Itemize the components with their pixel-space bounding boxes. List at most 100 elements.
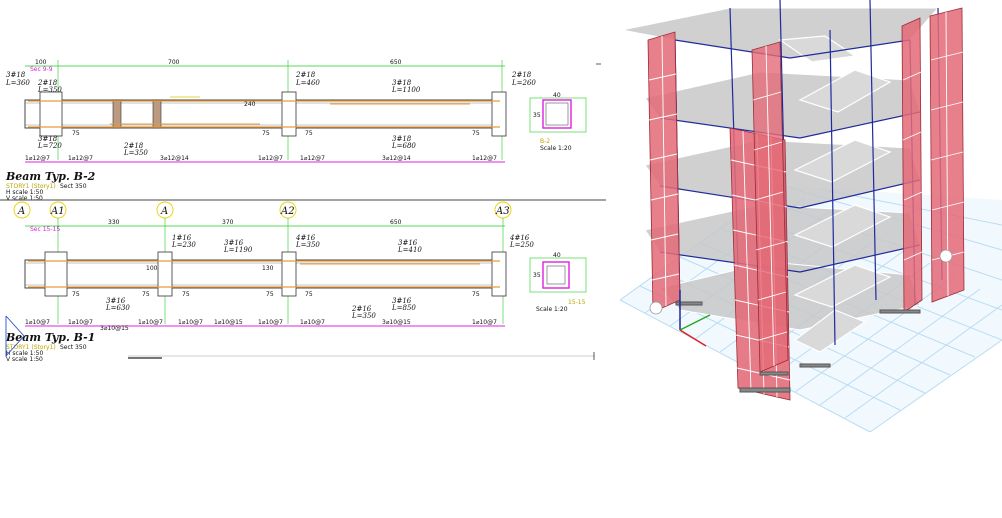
- axis-label: A1: [50, 206, 65, 217]
- top-bar-4: 3#16: [398, 239, 418, 247]
- shear-walls: [647, 7, 965, 401]
- beam-b2-hscale: H scale 1:50: [6, 189, 43, 196]
- tie-zone: 1⌀12@7: [25, 155, 50, 162]
- beam-b2-sect: Sect 350: [60, 183, 87, 190]
- section-scale: Scale 1:20: [536, 306, 568, 313]
- bot-bar-2: 2#16: [351, 305, 372, 313]
- stirrup-spacing: 75: [305, 130, 313, 137]
- beam-b2-story: STORY1 (Story1): [6, 183, 56, 190]
- section-height: 35: [533, 272, 541, 279]
- top-bar-4: 3#18: [392, 79, 412, 87]
- bot-bar-2-length: L=350: [351, 312, 376, 320]
- top-bar-3-length: L=460: [295, 79, 320, 87]
- top-bar-5-length: L=260: [511, 79, 536, 87]
- dim-130: 130: [262, 265, 274, 272]
- top-bar-4-length: L=410: [397, 246, 422, 254]
- beam-b1-drawing: A A1 A A2 A3 330 370 650 Sec 15-15 100 1…: [5, 201, 595, 363]
- bot-bar-1-length: L=630: [105, 304, 130, 312]
- axis-label: A3: [495, 206, 510, 217]
- bot-bar-1-length: L=720: [37, 142, 62, 150]
- beam-b1-sect: Sect 350: [60, 344, 87, 351]
- section-width: 40: [553, 92, 561, 99]
- dim-100: 100: [146, 265, 158, 272]
- section-label: 15-15: [568, 299, 586, 306]
- dim-100: 100: [35, 59, 47, 66]
- tie-zone: 1⌀10@7: [138, 319, 163, 326]
- tie-zone: 1⌀10@15: [214, 319, 243, 326]
- section-scale: Scale 1:20: [540, 145, 572, 152]
- axis-label: A: [160, 206, 168, 217]
- stirrup-spacing: 75: [142, 291, 150, 298]
- tie-zone: 1⌀10@7: [178, 319, 203, 326]
- tie-zone: 1⌀12@7: [472, 155, 497, 162]
- tie-zone: 1⌀12@7: [300, 155, 325, 162]
- section-label: B-2: [540, 138, 550, 145]
- base-supports: [675, 301, 921, 393]
- top-bar-5: 4#16: [509, 234, 530, 242]
- axis-bubbles: A A1 A A2 A3: [13, 201, 512, 219]
- top-bar-4-length: L=1100: [391, 86, 421, 94]
- top-bar-1-length: L=360: [5, 79, 30, 87]
- beam-b2-title: Beam Typ. B-2: [5, 170, 96, 183]
- global-axes-icon: [649, 249, 953, 347]
- bot-bar-1: 3#16: [106, 297, 126, 305]
- top-bar-1: 1#16: [172, 234, 192, 242]
- bot-bar-3: 3#16: [392, 297, 412, 305]
- top-bar-2: 2#18: [37, 79, 58, 87]
- tie-zone: 1⌀10@7: [258, 319, 283, 326]
- bot-bar-2: 2#18: [123, 142, 144, 150]
- stirrup-spacing: 75: [305, 291, 313, 298]
- dim-650: 650: [390, 219, 402, 226]
- stirrup-spacing: 75: [472, 291, 480, 298]
- section-view-b1: 40 35 15-15 Scale 1:20: [529, 252, 587, 313]
- bot-bar-3-length: L=680: [391, 142, 416, 150]
- section-view-b2: 40 35 B-2 Scale 1:20: [529, 92, 587, 152]
- axis-label: A: [17, 206, 25, 217]
- beam-b2-vscale: V scale 1:50: [6, 195, 43, 202]
- tie-zone: 1⌀12@7: [68, 155, 93, 162]
- section-marker: Sec 9-9: [30, 66, 53, 73]
- tie-zone: 1⌀10@7: [25, 319, 50, 326]
- stirrup-spacing: 75: [72, 291, 80, 298]
- tie-zone: 1⌀10@7: [68, 319, 93, 326]
- shear-wall-center: [751, 41, 789, 373]
- structural-3d-model: [620, 0, 1002, 432]
- section-height: 35: [533, 112, 541, 119]
- beam-b2-drawing: 100 700 650 Sec 9-9 240 3#18 L=360 2#18 …: [5, 59, 601, 202]
- top-bar-1: 3#18: [6, 71, 26, 79]
- top-bar-3: 4#16: [295, 234, 316, 242]
- tie-zone: 3⌀12@14: [160, 155, 189, 162]
- beam-b1-story: STORY1 (Story1): [6, 344, 56, 351]
- dim-330: 330: [108, 219, 120, 226]
- top-bar-5-length: L=250: [509, 241, 534, 249]
- tie-zone: 1⌀10@7: [300, 319, 325, 326]
- top-bar-3-length: L=350: [295, 241, 320, 249]
- tie-zone: 1⌀12@7: [258, 155, 283, 162]
- axis-label: A2: [280, 206, 295, 217]
- section-width: 40: [553, 252, 561, 259]
- section-marker: Sec 15-15: [30, 226, 60, 233]
- top-bar-5: 2#18: [511, 71, 532, 79]
- top-bar-3: 2#18: [295, 71, 316, 79]
- stirrup-spacing: 75: [72, 130, 80, 137]
- dim-650: 650: [390, 59, 402, 66]
- shear-wall-right: [901, 7, 965, 313]
- stirrup-spacing: 75: [266, 291, 274, 298]
- bot-bar-3: 3#18: [392, 135, 412, 143]
- tie-zone: 3⌀10@15: [382, 319, 411, 326]
- dim-700: 700: [168, 59, 180, 66]
- stair-flights: [778, 35, 892, 353]
- beam-b1-hscale: H scale 1:50: [6, 350, 43, 357]
- tie-zone: 3⌀10@15: [100, 325, 129, 332]
- bot-bar-2-length: L=350: [123, 149, 148, 157]
- top-bar-2-length: L=350: [37, 86, 62, 94]
- bot-bar-1: 3#18: [38, 135, 58, 143]
- beam-b1-title: Beam Typ. B-1: [5, 331, 95, 344]
- top-bar-2: 3#16: [224, 239, 244, 247]
- cad-beam-drawings: 100 700 650 Sec 9-9 240 3#18 L=360 2#18 …: [0, 59, 606, 363]
- dim-240: 240: [244, 101, 256, 108]
- tie-zone: 1⌀10@7: [472, 319, 497, 326]
- stirrup-spacing: 75: [182, 291, 190, 298]
- stirrup-spacing: 75: [472, 130, 480, 137]
- dim-370: 370: [222, 219, 234, 226]
